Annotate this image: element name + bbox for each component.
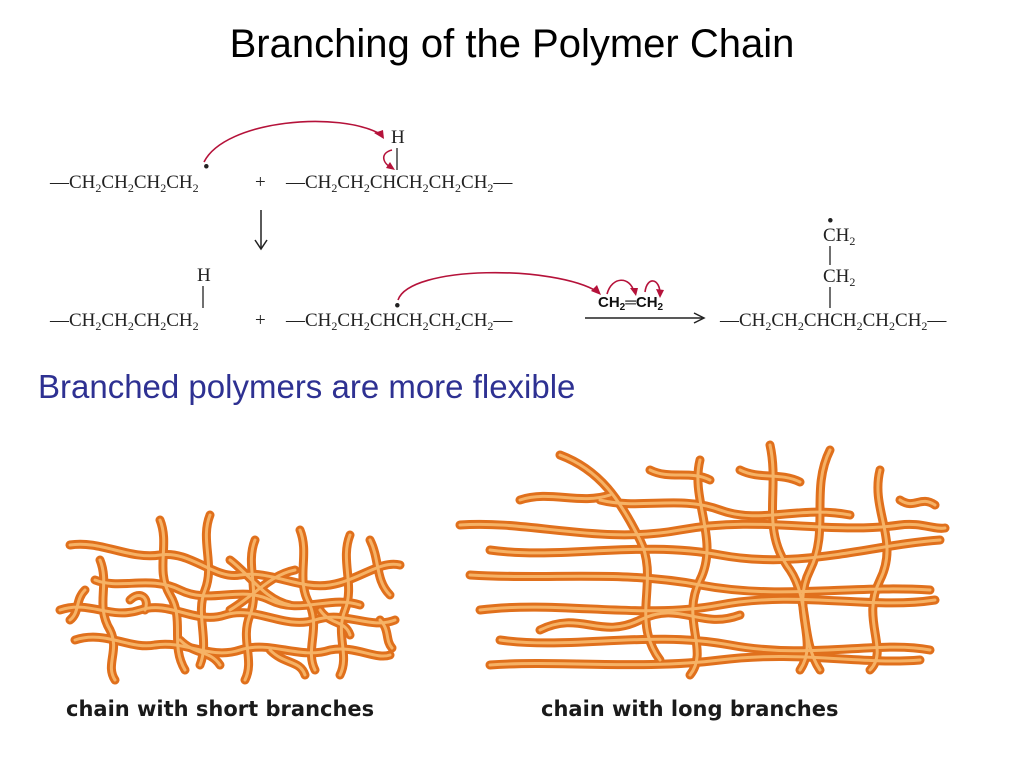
row2-plus: + (255, 310, 266, 331)
product-branch-dot: • (827, 211, 834, 232)
row2-right-chain: —CH2CH2CHCH2CH2CH2— (286, 310, 513, 333)
product-chain: —CH2CH2CHCH2CH2CH2— (720, 310, 947, 333)
curved-arrow-1 (203, 120, 383, 163)
product-branch-mid: CH2 (823, 266, 856, 289)
caption-long-branches: chain with long branches (541, 697, 839, 721)
row2-left-chain: —CH2CH2CH2CH2 (50, 310, 199, 333)
short-branch-figure (60, 515, 400, 680)
row1-left-chain: —CH2CH2CH2CH2 (50, 172, 199, 195)
reaction-arrow (585, 312, 706, 324)
row2-radical-dot: • (394, 296, 401, 317)
row1-plus: + (255, 172, 266, 193)
row1-h-label: H (391, 127, 405, 148)
row1-right-chain: —CH2CH2CHCH2CH2CH2— (286, 172, 513, 195)
row1-radical-dot: • (203, 157, 210, 178)
reagent-ethylene: CH2═CH2 (598, 294, 664, 313)
down-arrow (254, 210, 268, 251)
subtitle: Branched polymers are more flexible (38, 368, 576, 405)
long-branch-figure (460, 445, 945, 675)
slide-title: Branching of the Polymer Chain (229, 22, 795, 66)
product-branch-top: CH2 (823, 225, 856, 248)
curved-arrow-2 (397, 271, 599, 301)
row2-h-label: H (197, 265, 211, 286)
caption-short-branches: chain with short branches (66, 697, 375, 721)
